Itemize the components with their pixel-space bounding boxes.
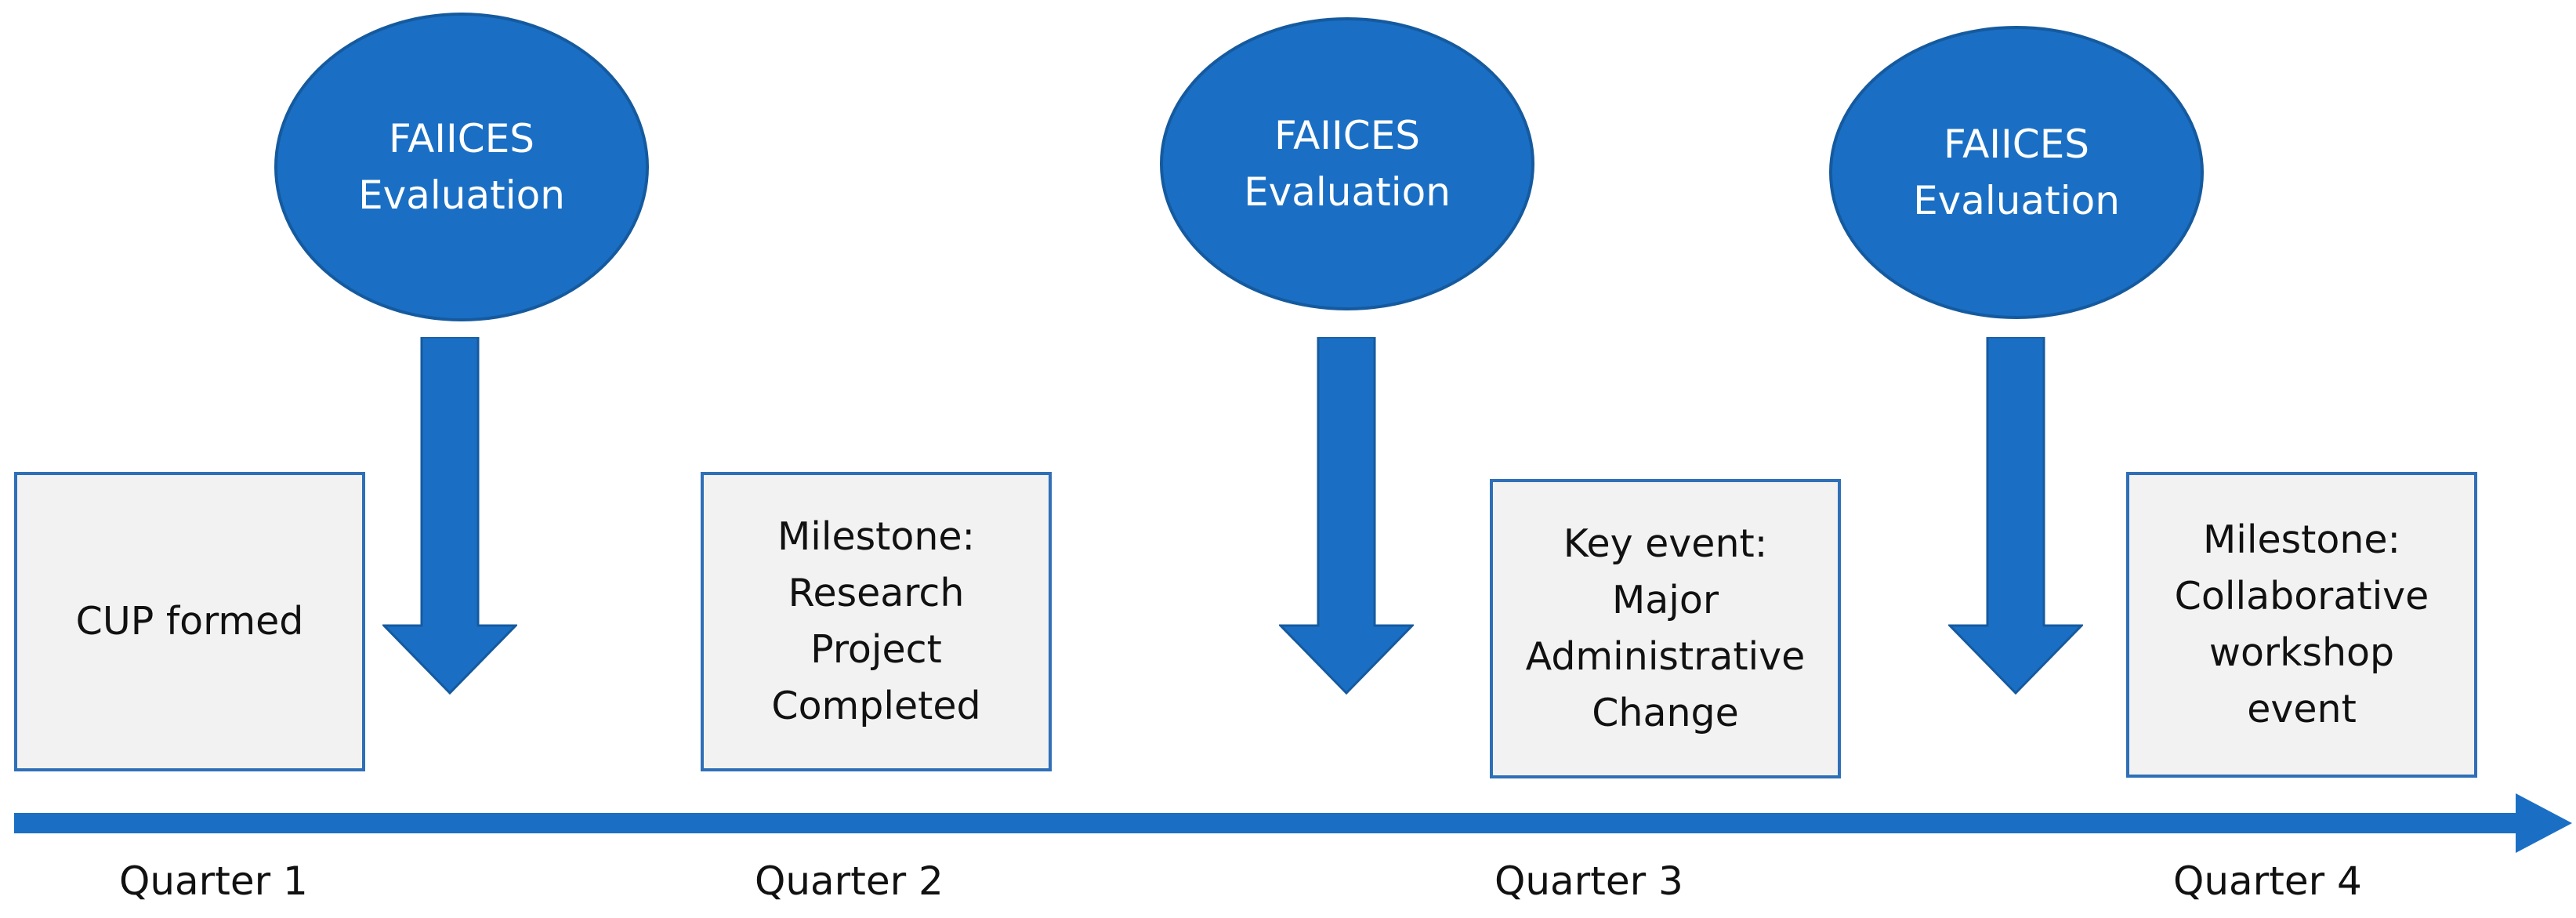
quarter-label-2: Quarter 2: [755, 858, 944, 904]
event-text: Milestone:: [777, 514, 976, 559]
down-arrow-icon: [382, 337, 517, 695]
evaluation-title: FAIICES: [388, 116, 535, 161]
quarter-label-3: Quarter 3: [1495, 858, 1683, 904]
evaluation-ellipse-3: FAIICES Evaluation: [1829, 26, 2204, 319]
quarter-label-1: Quarter 1: [119, 858, 308, 904]
event-box-cup-formed: CUP formed: [14, 472, 365, 771]
quarter-label-4: Quarter 4: [2173, 858, 2362, 904]
event-text: Project: [810, 627, 942, 672]
event-box-workshop: Milestone: Collaborative workshop event: [2126, 472, 2477, 778]
event-text: Research: [788, 571, 965, 615]
evaluation-ellipse-2: FAIICES Evaluation: [1160, 17, 1534, 310]
event-text: Major: [1611, 578, 1719, 622]
event-box-administrative-change: Key event: Major Administrative Change: [1490, 479, 1841, 778]
event-text: workshop: [2208, 630, 2395, 675]
evaluation-subtitle: Evaluation: [1244, 169, 1451, 215]
event-text: Key event:: [1563, 521, 1768, 566]
event-text: Completed: [771, 684, 981, 728]
evaluation-ellipse-1: FAIICES Evaluation: [274, 13, 649, 321]
evaluation-subtitle: Evaluation: [1913, 178, 2120, 223]
event-text: Milestone:: [2202, 517, 2401, 562]
event-text: event: [2247, 687, 2357, 731]
down-arrow-icon: [1279, 337, 1414, 695]
event-text: Collaborative: [2174, 574, 2429, 619]
evaluation-subtitle: Evaluation: [358, 172, 565, 218]
evaluation-title: FAIICES: [1274, 113, 1421, 158]
event-box-research-completed: Milestone: Research Project Completed: [701, 472, 1052, 771]
evaluation-title: FAIICES: [1943, 122, 2090, 167]
down-arrow-icon: [1948, 337, 2083, 695]
event-text: Change: [1592, 691, 1739, 735]
right-arrow-icon: [14, 793, 2572, 853]
event-text: Administrative: [1525, 634, 1806, 679]
event-text: CUP formed: [75, 599, 304, 644]
